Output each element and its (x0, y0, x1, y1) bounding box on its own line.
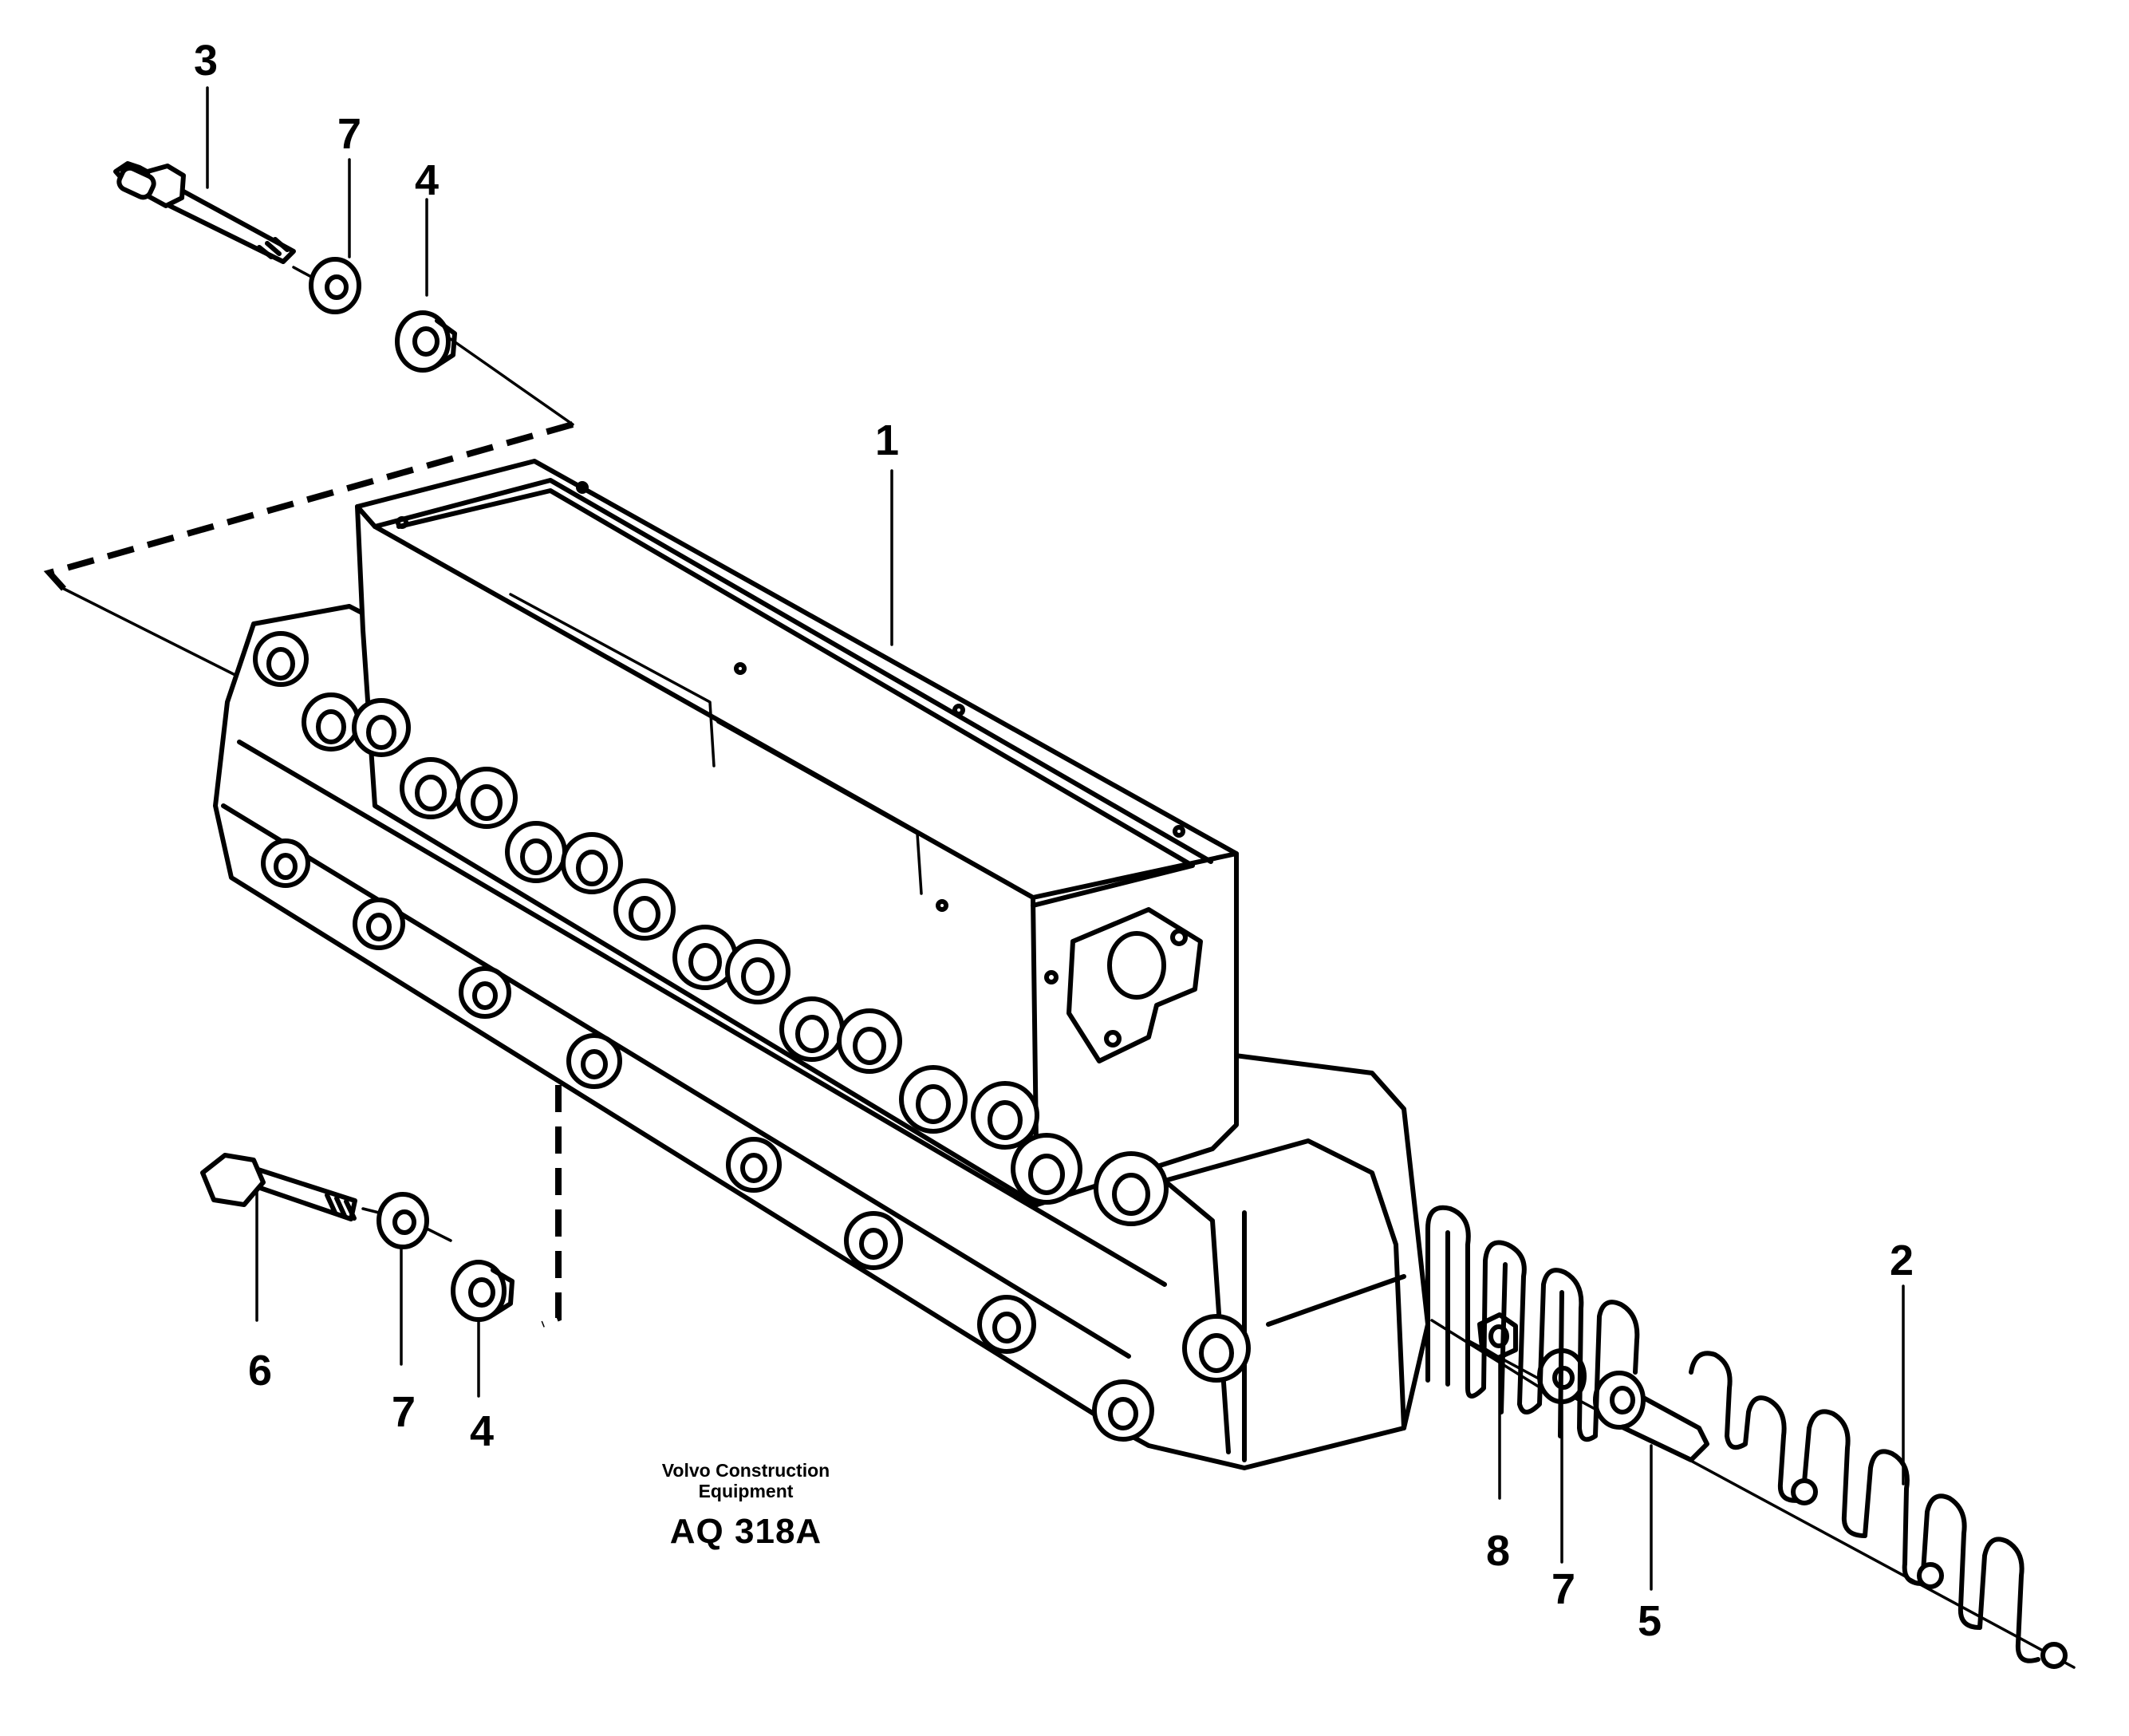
stamp-line-1: Volvo Construction (661, 1460, 830, 1481)
callout-6: 6 (247, 1347, 273, 1395)
drawing-code: AQ 318A (669, 1511, 822, 1551)
callout-3: 3 (193, 37, 219, 85)
callout-8: 8 (1485, 1527, 1511, 1575)
callout-4: 4 (414, 156, 440, 204)
callout-7: 7 (1551, 1565, 1576, 1613)
lower-left-fasteners (200, 1153, 515, 1322)
stamp-line-2: Equipment (698, 1481, 794, 1502)
lower-bosses (261, 838, 1154, 1442)
manifold-housing (213, 459, 1430, 1470)
upper-bosses (253, 631, 1251, 1383)
upper-fasteners (113, 161, 457, 373)
callout-4: 4 (469, 1407, 495, 1455)
publisher-stamp: Volvo Construction Equipment AQ 318A (662, 1460, 830, 1552)
callout-7: 7 (391, 1388, 416, 1436)
callout-1: 1 (874, 416, 900, 464)
callout-7: 7 (337, 110, 362, 158)
heating-coil (1425, 1205, 2068, 1669)
callout-2: 2 (1889, 1237, 1914, 1284)
callout-5: 5 (1637, 1597, 1662, 1645)
